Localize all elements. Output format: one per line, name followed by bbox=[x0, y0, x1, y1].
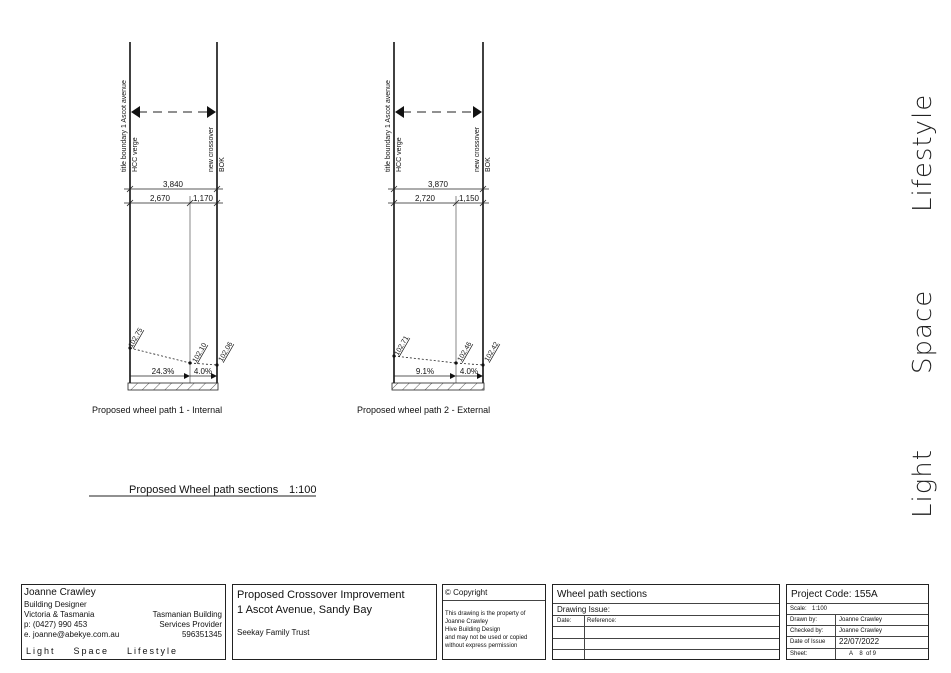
checked-by-value: Joanne Crawley bbox=[839, 628, 883, 634]
sheet-title-scale: 1:100 bbox=[289, 484, 317, 496]
provider-line-2: Services Provider bbox=[159, 620, 222, 629]
level-right: 102.06 bbox=[218, 341, 235, 363]
brand-light: Light bbox=[908, 449, 938, 518]
drawing-issue-label: Drawing Issue: bbox=[557, 605, 610, 614]
project-client: Seekay Family Trust bbox=[237, 628, 310, 637]
copyright-line-4: and may not be used or copied bbox=[445, 635, 528, 641]
scale-value: 1:100 bbox=[812, 606, 828, 612]
bok-label: BOK bbox=[485, 157, 492, 172]
copyright-line-1: This drawing is the property of bbox=[445, 611, 526, 617]
brand-space: Space bbox=[908, 289, 938, 374]
section-2: title boundary 1 Ascot avenue HCC verge … bbox=[357, 42, 500, 415]
direction-arrow-icon bbox=[131, 106, 216, 118]
direction-arrow-icon bbox=[395, 106, 482, 118]
crossover-label: new crossover bbox=[208, 126, 215, 172]
grade-crossover: 4.0% bbox=[194, 367, 212, 376]
issue-date-label: Date: bbox=[557, 618, 572, 624]
details-box: Project Code: 155A Scale: 1:100 Drawn by… bbox=[786, 584, 929, 660]
project-box: Proposed Crossover Improvement 1 Ascot A… bbox=[232, 584, 437, 660]
dimension-verge: 2,670 bbox=[150, 194, 171, 203]
drawing-issue-box: Wheel path sections Drawing Issue: Date:… bbox=[552, 584, 780, 660]
designer-role: Building Designer bbox=[24, 600, 87, 609]
sheet-title-text: Proposed Wheel path sections bbox=[129, 484, 279, 496]
title-boundary-label: title boundary 1 Ascot avenue bbox=[121, 80, 128, 172]
dimension-crossover: 1,150 bbox=[459, 194, 480, 203]
section-2-caption: Proposed wheel path 2 - External bbox=[357, 405, 490, 415]
sheet-label: Sheet: bbox=[790, 651, 808, 657]
dimension-verge: 2,720 bbox=[415, 194, 436, 203]
drawn-by-value: Joanne Crawley bbox=[839, 617, 883, 623]
grade-verge: 9.1% bbox=[416, 367, 434, 376]
grade-crossover: 4.0% bbox=[460, 367, 478, 376]
copyright-line-3: Hive Building Design bbox=[445, 627, 501, 633]
dimension-total: 3,840 bbox=[163, 180, 184, 189]
project-title: Proposed Crossover Improvement bbox=[237, 589, 405, 601]
crossover-label: new crossover bbox=[474, 126, 481, 172]
designer-tagline: Light Space Lifestyle bbox=[26, 646, 179, 656]
issue-date-label: Date of Issue bbox=[790, 639, 826, 645]
designer-box: Joanne Crawley Building Designer Victori… bbox=[21, 584, 226, 660]
project-address: 1 Ascot Avenue, Sandy Bay bbox=[237, 604, 372, 616]
scale-label: Scale: bbox=[790, 606, 807, 612]
section-1-caption: Proposed wheel path 1 - Internal bbox=[92, 405, 222, 415]
verge-label: HCC verge bbox=[132, 137, 139, 172]
title-boundary-label: title boundary 1 Ascot avenue bbox=[385, 80, 392, 172]
project-code: Project Code: 155A bbox=[791, 589, 878, 600]
designer-phone: p: (0427) 990 453 bbox=[24, 620, 88, 629]
bok-label: BOK bbox=[219, 157, 226, 172]
level-left: 102.71 bbox=[394, 335, 411, 357]
level-mid: 102.46 bbox=[457, 341, 474, 363]
dimension-total: 3,870 bbox=[428, 180, 449, 189]
sheet-value: A 8 of 9 bbox=[849, 651, 877, 657]
grade-verge: 24.3% bbox=[152, 367, 175, 376]
provider-line-1: Tasmanian Building bbox=[152, 610, 222, 619]
drawing-title: Wheel path sections bbox=[557, 589, 648, 600]
section-1: title boundary 1 Ascot avenue HCC verge … bbox=[92, 42, 234, 415]
designer-states: Victoria & Tasmania bbox=[24, 610, 95, 619]
issue-reference-label: Reference: bbox=[587, 618, 617, 624]
issue-date-value: 22/07/2022 bbox=[839, 637, 880, 646]
copyright-line-2: Joanne Crawley bbox=[445, 619, 489, 625]
drawn-by-label: Drawn by: bbox=[790, 617, 818, 623]
level-mid: 102.10 bbox=[192, 342, 209, 364]
level-right: 102.42 bbox=[484, 341, 501, 363]
copyright-box: © Copyright This drawing is the property… bbox=[442, 584, 546, 660]
checked-by-label: Checked by: bbox=[790, 628, 824, 634]
dimension-crossover: 1,170 bbox=[193, 194, 214, 203]
designer-email: e. joanne@abekye.com.au bbox=[24, 630, 120, 639]
provider-number: 596351345 bbox=[181, 630, 222, 639]
copyright-line-5: without express permission bbox=[445, 643, 518, 649]
designer-name: Joanne Crawley bbox=[24, 587, 96, 598]
brand-lifestyle: Lifestyle bbox=[908, 93, 938, 212]
sheet-title: Proposed Wheel path sections 1:100 bbox=[89, 484, 317, 497]
copyright-heading: © Copyright bbox=[445, 588, 488, 597]
verge-label: HCC verge bbox=[396, 137, 403, 172]
